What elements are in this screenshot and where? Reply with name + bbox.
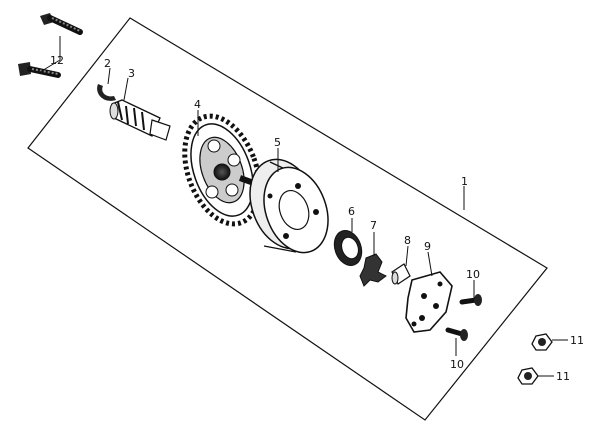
leader-2 xyxy=(107,67,111,85)
callout-10-lower: 10 xyxy=(450,358,464,371)
callout-11-upper: 11 xyxy=(570,334,584,347)
nut-11-upper xyxy=(531,333,553,351)
clip-2 xyxy=(97,84,116,101)
pump-body-5 xyxy=(249,158,329,254)
bolt-12-upper xyxy=(40,13,83,35)
assembly-boundary xyxy=(27,17,548,421)
callout-4: 4 xyxy=(194,98,201,111)
leader-3 xyxy=(123,77,129,101)
callout-11-lower: 11 xyxy=(556,370,570,383)
callout-10-upper: 10 xyxy=(466,268,480,281)
sprocket-4 xyxy=(182,113,264,227)
pump-cover-9 xyxy=(405,271,453,333)
callout-1: 1 xyxy=(461,175,468,188)
callout-2: 2 xyxy=(104,57,111,70)
nut-11-lower xyxy=(517,367,539,385)
callout-9: 9 xyxy=(424,240,431,253)
callout-5: 5 xyxy=(274,136,281,149)
callout-12: 12 xyxy=(50,54,64,67)
leader-8 xyxy=(405,245,409,267)
outer-rotor-6 xyxy=(333,230,363,266)
leader-9 xyxy=(427,251,433,277)
callout-6: 6 xyxy=(348,205,355,218)
callout-7: 7 xyxy=(370,219,377,232)
callout-8: 8 xyxy=(404,234,411,247)
callout-3: 3 xyxy=(128,67,135,80)
screw-10-lower xyxy=(445,327,468,341)
bolt-12-lower xyxy=(18,62,61,78)
screw-10-upper xyxy=(459,294,482,306)
dowel-pin-8 xyxy=(391,263,411,285)
inner-rotor-7 xyxy=(359,253,387,287)
pump-shaft-3 xyxy=(109,99,171,141)
